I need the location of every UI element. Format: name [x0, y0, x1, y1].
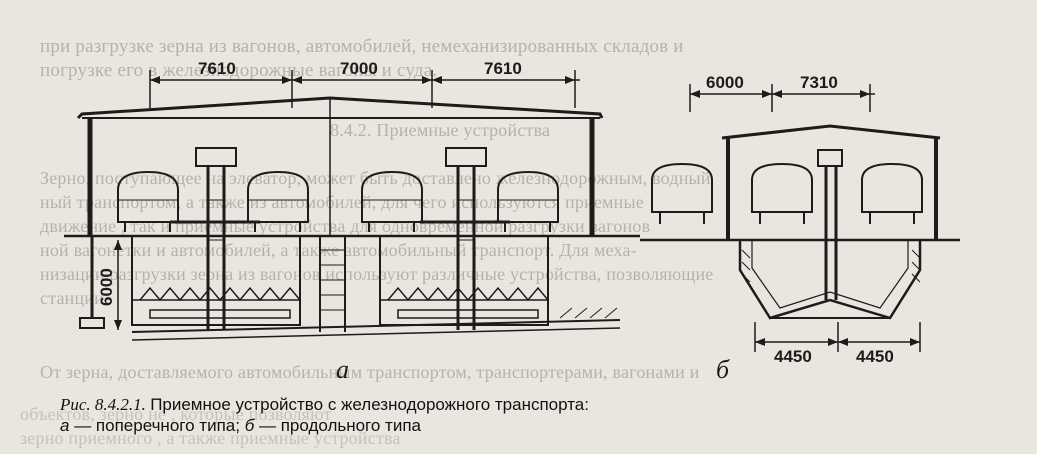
drawing-a-letter: а — [336, 355, 349, 384]
caption-letter-a: а — [60, 416, 70, 435]
unloader-a2 — [420, 147, 510, 330]
drawing-b — [640, 84, 960, 352]
wagon-a3 — [361, 170, 423, 232]
dim-b-4: 4450 — [856, 347, 894, 366]
caption-text-a: — поперечного типа; — [69, 416, 245, 435]
bleed-line-11: зерно приемного , а также приемные устро… — [20, 428, 401, 448]
bleed-line-10: объектов, зерно не , которые позволяют — [20, 404, 332, 424]
wagon-b2 — [751, 162, 813, 224]
wagon-a2 — [247, 170, 309, 232]
bleed-line-8: станции — [40, 288, 104, 308]
dim-a-1: 7610 — [198, 59, 236, 78]
drawing-b-letter: б — [716, 355, 730, 384]
dim-b-1: 6000 — [706, 73, 744, 92]
bleed-line-9: От зерна, доставляемого автомобильным тр… — [40, 362, 700, 382]
wagon-a1 — [117, 170, 179, 232]
caption-letter-b: б — [244, 416, 255, 435]
dim-b-2: 7310 — [800, 73, 838, 92]
wagon-b3 — [861, 162, 923, 224]
caption-ref: Рис. 8.4.2.1. — [60, 395, 146, 414]
caption-title: Приемное устройство с железнодорожного т… — [150, 395, 589, 414]
figure-caption: Рис. 8.4.2.1. Приемное устройство с желе… — [60, 394, 760, 436]
drawing-a — [64, 70, 640, 341]
caption-line-1: Рис. 8.4.2.1. Приемное устройство с желе… — [60, 394, 760, 415]
bleed-line-2: 8.4.2. Приемные устройства — [330, 120, 551, 140]
dim-a-2: 7000 — [340, 59, 378, 78]
dim-a-3: 7610 — [484, 59, 522, 78]
dim-b-3: 4450 — [774, 347, 812, 366]
bleed-line-0: при разгрузке зерна из вагонов, автомоби… — [40, 36, 684, 57]
caption-text-b: — продольного типа — [254, 416, 422, 435]
bleed-line-1: погрузке его в железнодорожные вагоны и … — [40, 60, 438, 81]
caption-line-2: а — поперечного типа; б — продольного ти… — [60, 415, 760, 436]
dim-a-height: 6000 — [97, 268, 116, 306]
wagon-a4 — [497, 170, 559, 232]
wagon-b1 — [651, 162, 713, 224]
unloader-a1 — [170, 147, 260, 330]
bleed-line-4: ный транспортом, а также из автомобилей,… — [40, 192, 644, 212]
